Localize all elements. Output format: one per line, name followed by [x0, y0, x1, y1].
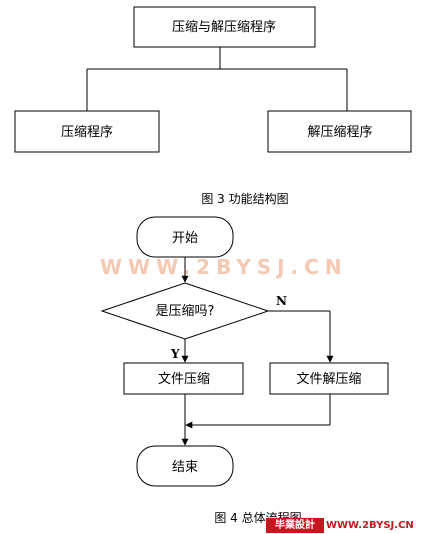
left-node-box [14, 110, 160, 153]
figure-3-caption: 图 3 功能结构图 [201, 191, 288, 206]
flowchart [100, 216, 389, 487]
compress-process-label: 文件压缩 [158, 371, 210, 387]
decompress-process-box [269, 362, 389, 395]
right-node-box [267, 110, 412, 153]
watermark-text: WWW.2BYSJ.CN [100, 255, 348, 279]
yes-branch-label: Y [170, 347, 180, 361]
compress-process-box [123, 362, 244, 395]
root-node-label: 压缩与解压缩程序 [172, 19, 276, 35]
end-label: 结束 [172, 460, 198, 475]
structure-chart [14, 6, 412, 153]
watermark-logo-url: WWW.2BYSJ.CN [326, 520, 414, 531]
root-node-box [133, 6, 316, 48]
left-node-label: 压缩程序 [61, 124, 113, 140]
decision-label: 是压缩吗? [156, 303, 215, 319]
right-node-label: 解压缩程序 [307, 124, 372, 140]
decompress-process-label: 文件解压缩 [296, 371, 361, 387]
end-terminal [136, 445, 234, 487]
start-label: 开始 [172, 231, 198, 246]
watermark-logo: 毕業設計 [266, 518, 324, 533]
no-branch-label: N [276, 294, 287, 308]
